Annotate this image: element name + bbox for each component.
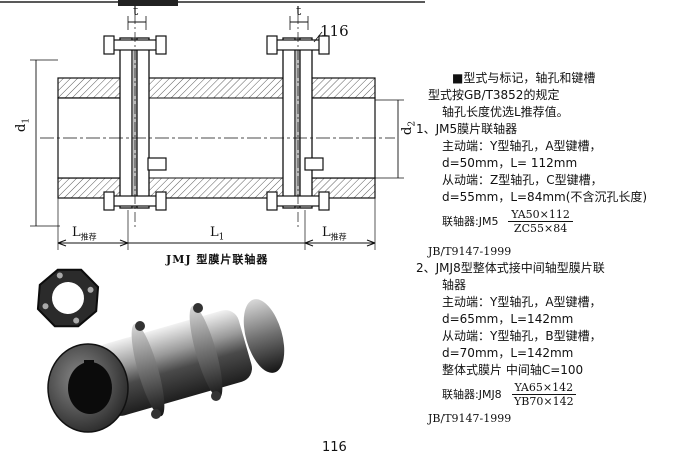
item1-code-fraction: YA50×112 ZC55×84: [508, 208, 573, 235]
item2-standard: JB/T9147-1999: [428, 412, 512, 425]
label-l1: L1: [210, 225, 225, 243]
item2-numerator: YA65×142: [511, 381, 577, 395]
page-number: 116: [322, 440, 347, 455]
item1-denominator: ZC55×84: [513, 222, 568, 235]
label-t-left: t: [133, 4, 139, 19]
label-116: 116: [320, 22, 349, 40]
spec-text-block: ■型式与标记，轴孔和键槽 型式按GB/T3852的规定 轴孔长度优选L推荐值。 …: [416, 70, 673, 427]
item2-code: 联轴器:JMJ8 YA65×142 YB70×142: [428, 381, 673, 408]
item2-extra: 整体式膜片 中间轴C=100: [442, 363, 584, 377]
label-d1: d1: [14, 117, 32, 132]
coupling-cross-section-drawing: [0, 0, 425, 250]
line-standard: 型式按GB/T3852的规定: [428, 88, 560, 102]
item2-driven: 从动端：Y型轴孔，B型键槽，: [442, 329, 602, 343]
item1-drive: 主动端：Y型轴孔，A型键槽，: [442, 139, 602, 153]
item1-driven: 从动端：Z型轴孔，C型键槽，: [442, 173, 603, 187]
label-t-right: t: [296, 4, 302, 19]
item1-standard: JB/T9147-1999: [428, 245, 512, 258]
item1-title: 1、JM5膜片联轴器: [416, 122, 518, 136]
item2-drive-dims: d=65mm，L=142mm: [442, 312, 574, 326]
label-l-right: L推荐: [322, 225, 347, 242]
line-length: 轴孔长度优选L推荐值。: [442, 105, 569, 119]
item2-title: 2、JMJ8型整体式接中间轴型膜片联: [416, 261, 605, 275]
item1-code-label: 联轴器:JM5: [442, 215, 499, 228]
item2-denominator: YB70×142: [514, 395, 574, 408]
label-d2: d2: [400, 120, 418, 135]
item2-title-cont: 轴器: [442, 278, 467, 292]
drawing-caption: JMJ 型膜片联轴器: [166, 253, 269, 266]
item2-code-fraction: YA65×142 YB70×142: [511, 381, 577, 408]
item1-drive-dims: d=50mm，L= 112mm: [442, 156, 578, 170]
item2-code-label: 联轴器:JMJ8: [442, 388, 502, 401]
heading: ■型式与标记，轴孔和键槽: [452, 71, 596, 85]
item2-drive: 主动端：Y型轴孔，A型键槽，: [442, 295, 602, 309]
item2-driven-dims: d=70mm，L=142mm: [442, 346, 574, 360]
item1-numerator: YA50×112: [508, 208, 573, 222]
item1-code: 联轴器:JM5 YA50×112 ZC55×84: [428, 208, 673, 235]
coupling-product-photo: [36, 268, 285, 433]
label-l-left: L推荐: [72, 225, 97, 242]
item1-driven-dims: d=55mm，L=84mm(不含沉孔长度): [442, 190, 648, 204]
